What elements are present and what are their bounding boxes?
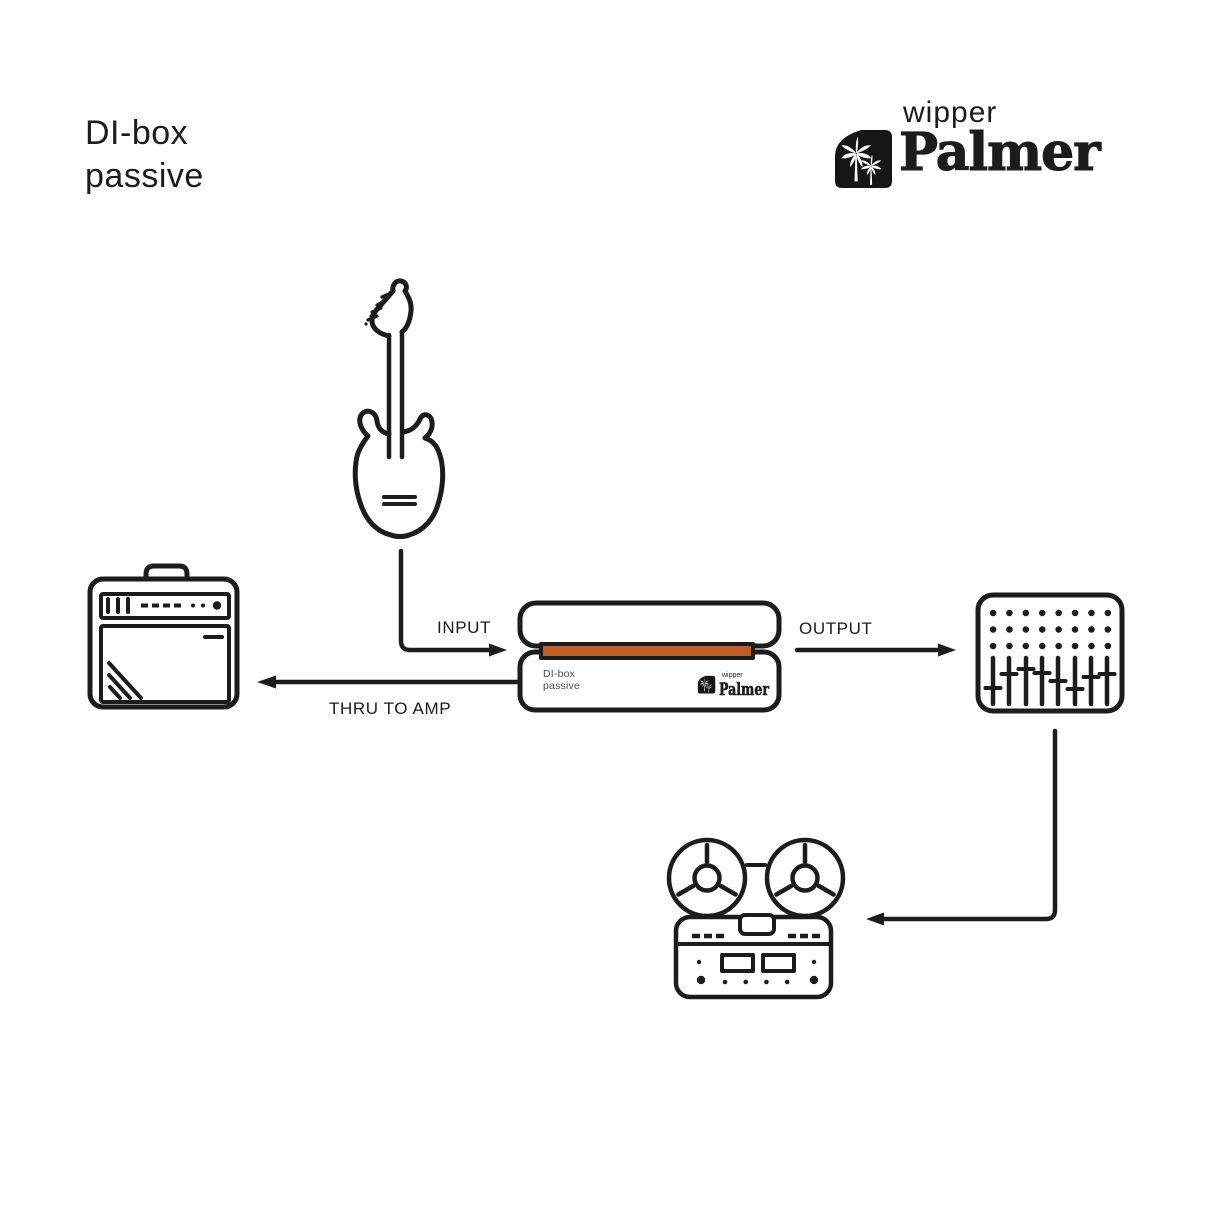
di-box-label-line1: DI-box — [543, 668, 576, 680]
tape-head-cover — [738, 913, 776, 936]
arrowhead — [489, 643, 507, 657]
tape-vu-meter — [720, 953, 755, 973]
guitar-tuning-pegs — [364, 291, 393, 326]
tape-reel-left — [666, 837, 748, 919]
mixer-panel — [975, 592, 1125, 714]
di-box-lid — [517, 600, 782, 649]
mixer-faders — [983, 655, 1117, 707]
brand-name: Palmer — [898, 121, 1101, 183]
output-label: OUTPUT — [799, 619, 872, 638]
guitar-body — [352, 408, 446, 539]
guitar-icon — [352, 278, 446, 539]
thru-arrow — [257, 675, 521, 689]
di-box-brand-tagline: wipper — [721, 672, 743, 679]
product-title: DI-box passive — [85, 112, 204, 198]
product-title-line1: DI-box — [85, 114, 189, 152]
tape-vu-meter — [761, 953, 796, 973]
di-box-brand-badge — [698, 676, 715, 693]
di-box-label-line2: passive — [543, 680, 580, 692]
amplifier-icon — [87, 563, 240, 710]
input-label: INPUT — [437, 618, 491, 637]
di-box-brand-name: Palmer — [719, 680, 770, 700]
arrowhead — [938, 643, 956, 657]
mixer-to-tape-arrow — [866, 728, 1058, 926]
thru-label: THRU TO AMP — [329, 699, 451, 718]
output-arrow — [794, 643, 956, 657]
arrowhead — [866, 912, 884, 926]
amp-knob — [212, 601, 222, 610]
di-box-stripe — [539, 642, 755, 660]
di-box-device — [517, 600, 782, 713]
tape-recorder-icon — [666, 837, 846, 1000]
amp-control-panel — [99, 592, 231, 620]
mixer-icon — [975, 592, 1125, 714]
brand-tagline: wipper — [903, 96, 998, 129]
mixer-knobs — [989, 609, 1112, 650]
input-arrow — [398, 548, 507, 657]
amp-handle — [143, 563, 190, 582]
amp-speaker-grille — [99, 624, 231, 704]
product-title-line2: passive — [85, 157, 204, 195]
arrowhead — [257, 675, 276, 689]
tape-reel-right — [764, 837, 846, 919]
